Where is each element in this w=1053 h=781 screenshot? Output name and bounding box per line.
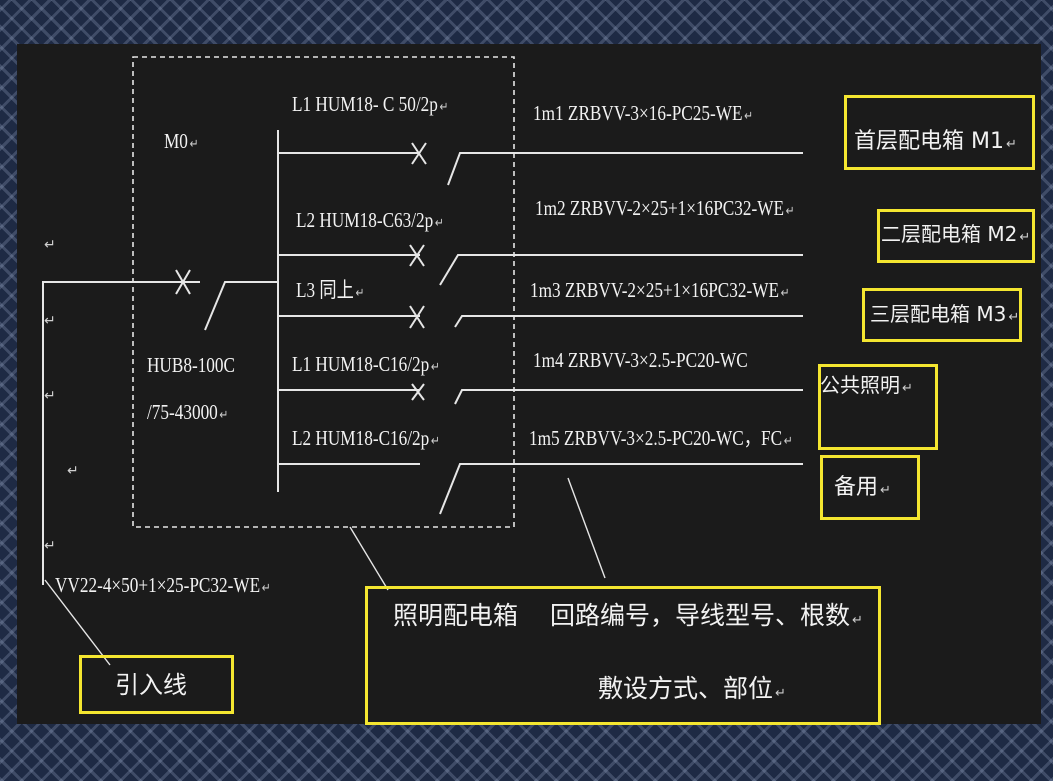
leader-box (349, 526, 389, 591)
callout-circuit-info-line1: 回路编号，导线型号、根数↵ (550, 601, 863, 630)
callout-circuit-info-line2: 敷设方式、部位↵ (598, 674, 786, 703)
destination-m1-label: 首层配电箱 M1↵ (854, 129, 1017, 154)
return-mark: ↵ (67, 464, 79, 479)
main-box-label: M0↵ (164, 129, 199, 153)
return-mark: ↵ (44, 238, 56, 253)
breaker-model: HUB8-100C (147, 353, 236, 377)
destination-m3-label: 三层配电箱 M3↵ (870, 302, 1020, 326)
return-mark: ↵ (44, 539, 56, 554)
circuit-3-x (409, 305, 425, 329)
main-breaker-x (175, 269, 191, 295)
callout-box-incoming (79, 655, 234, 714)
circuit-1-cable: 1m1 ZRBVV-3×16-PC25-WE↵ (533, 101, 754, 125)
return-mark: ↵ (44, 314, 56, 329)
circuit-4-x (411, 383, 425, 401)
destination-box-m3 (862, 288, 1022, 342)
leader-circuit-info (567, 477, 606, 579)
return-mark: ↵ (44, 389, 56, 404)
circuit-1-x (411, 142, 427, 165)
destination-box-spare (820, 455, 920, 520)
circuit-5-cable: 1m5 ZRBVV-3×2.5-PC20-WC，FC↵ (529, 426, 793, 450)
destination-box-m2 (877, 209, 1035, 263)
callout-incoming-label: 引入线 (115, 671, 187, 699)
circuit-2-contact (439, 254, 803, 286)
incoming-line (42, 281, 200, 585)
breaker-rating: /75-43000↵ (147, 400, 229, 424)
callout-box-lighting (365, 586, 881, 725)
destination-box-m1 (844, 95, 1035, 170)
diagram-panel (17, 44, 1041, 724)
circuit-1-breaker: L1 HUM18- C 50/2p↵ (292, 92, 449, 116)
circuit-3-breaker: L3 同上↵ (296, 278, 365, 302)
circuit-5-breaker: L2 HUM18-C16/2p↵ (292, 426, 440, 450)
circuit-2-x (409, 244, 425, 267)
destination-lighting-label: 公共照明↵ (820, 373, 913, 397)
circuit-1-contact (447, 152, 803, 186)
circuit-4-contact (454, 389, 803, 405)
circuit-2-cable: 1m2 ZRBVV-2×25+1×16PC32-WE↵ (535, 196, 795, 220)
destination-spare-label: 备用↵ (834, 475, 891, 500)
circuit-4-breaker: L1 HUM18-C16/2p↵ (292, 352, 440, 376)
circuit-5-contact (439, 463, 803, 515)
circuit-2-breaker: L2 HUM18-C63/2p↵ (296, 208, 444, 232)
incoming-cable-spec: VV22-4×50+1×25-PC32-WE↵ (55, 573, 271, 597)
destination-box-lighting (818, 364, 938, 450)
leader-incoming (44, 579, 111, 666)
main-breaker-contact (204, 281, 278, 331)
circuit-4-cable: 1m4 ZRBVV-3×2.5-PC20-WC (533, 348, 748, 372)
distribution-box-outline (132, 56, 515, 528)
circuit-3-contact (454, 315, 803, 328)
destination-m2-label: 二层配电箱 M2↵ (881, 222, 1031, 246)
callout-lighting-box-label: 照明配电箱 (393, 601, 519, 630)
circuit-3-cable: 1m3 ZRBVV-2×25+1×16PC32-WE↵ (530, 278, 790, 302)
